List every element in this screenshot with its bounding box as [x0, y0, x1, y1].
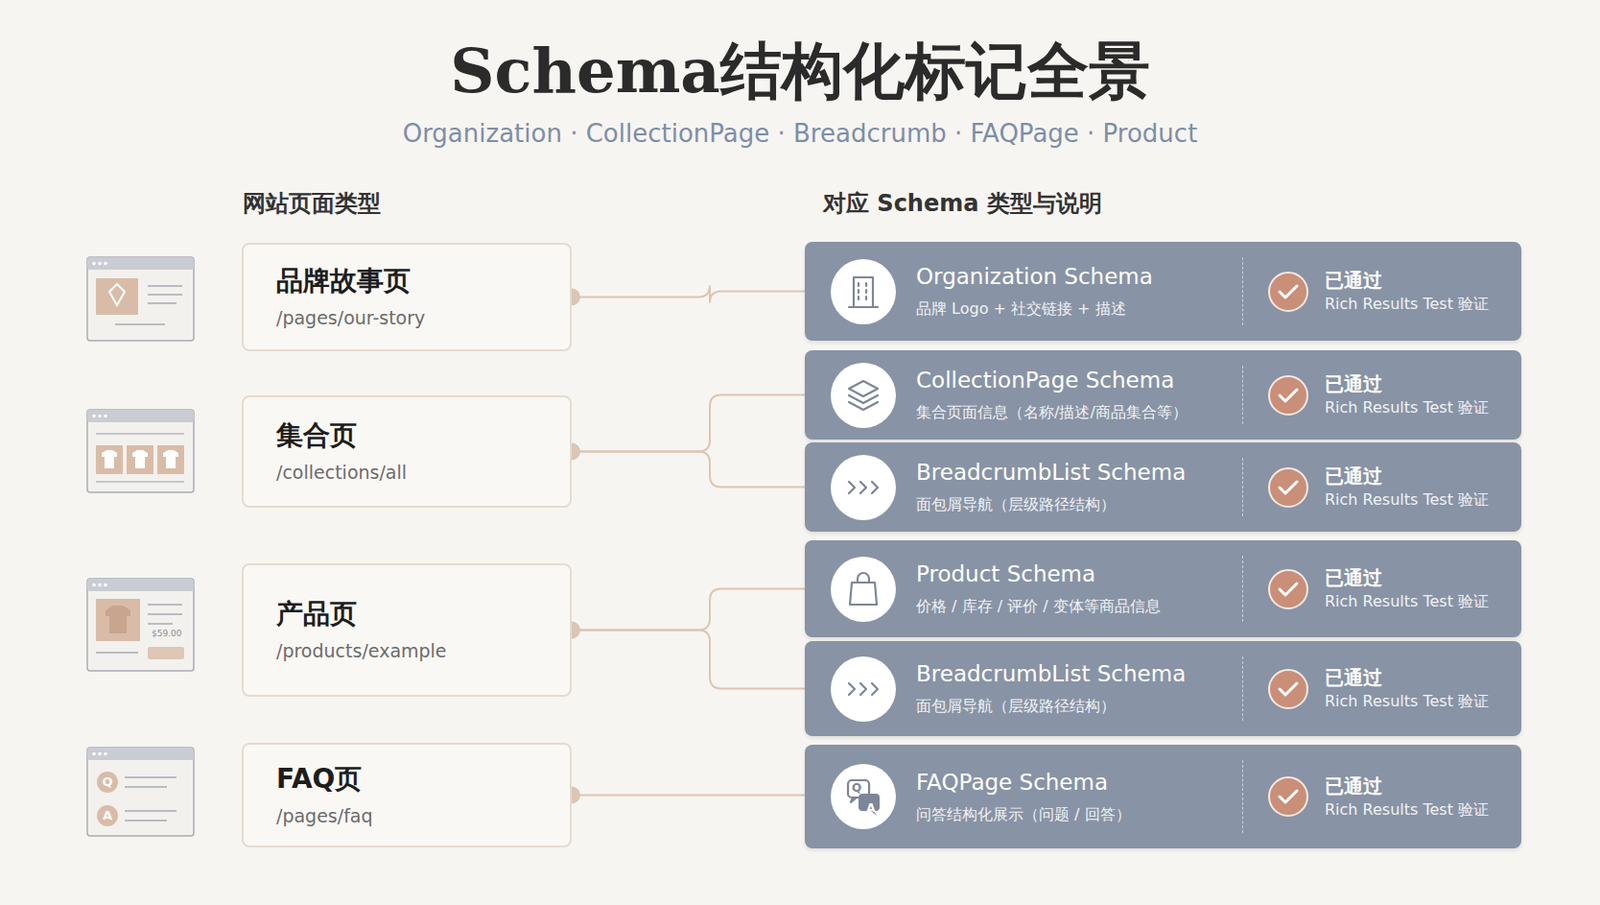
check-icon	[1267, 374, 1310, 417]
page-name: 品牌故事页	[276, 263, 551, 299]
divider	[1242, 457, 1244, 517]
schema-bar: Organization Schema 品牌 Logo + 社交链接 + 描述 已通…	[804, 241, 1522, 341]
divider	[1242, 365, 1244, 424]
schema-bar: CollectionPage Schema 集合页面信息（名称/描述/商品集合等）…	[804, 350, 1522, 440]
page-path: /products/example	[276, 638, 551, 663]
divider	[1242, 656, 1244, 721]
connector	[571, 794, 805, 797]
page-name: FAQ页	[276, 761, 551, 797]
page-box: 品牌故事页/pages/our-story	[241, 242, 572, 352]
check-icon	[1267, 270, 1310, 313]
a-mark: A	[102, 807, 113, 824]
check-icon	[1267, 667, 1310, 710]
schema-icon	[829, 258, 897, 326]
page-box: FAQ页/pages/faq	[241, 742, 572, 848]
schema-text: BreadcrumbList Schema 面包屑导航（层级路径结构）	[916, 442, 1233, 532]
schema-text: FAQPage Schema 问答结构化展示（问题 / 回答）	[916, 744, 1233, 848]
schema-text: Organization Schema 品牌 Logo + 社交链接 + 描述	[916, 241, 1233, 341]
schema-text: CollectionPage Schema 集合页面信息（名称/描述/商品集合等）	[916, 350, 1233, 440]
schema-bar: BreadcrumbList Schema 面包屑导航（层级路径结构） 已通过Ric…	[804, 640, 1522, 736]
schema-desc: 品牌 Logo + 社交链接 + 描述	[916, 299, 1233, 320]
status-note: Rich Results Test 验证	[1324, 294, 1514, 315]
status-text: 已通过Rich Results Test 验证	[1324, 540, 1514, 637]
schema-icon	[829, 361, 897, 429]
schema-desc: 问答结构化展示（问题 / 回答）	[916, 804, 1233, 825]
status-note: Rich Results Test 验证	[1324, 398, 1514, 419]
a-mark: A	[866, 800, 875, 815]
schema-bar: Product Schema 价格 / 库存 / 评价 / 变体等商品信息 已通过R…	[804, 540, 1522, 637]
schema-name: BreadcrumbList Schema	[916, 458, 1233, 488]
status: 已通过	[1324, 773, 1514, 799]
schema-name: Product Schema	[916, 560, 1233, 589]
diagram-title: Schema结构化标记全景	[0, 34, 1600, 109]
status-note: Rich Results Test 验证	[1324, 800, 1514, 821]
schema-name: FAQPage Schema	[916, 768, 1233, 798]
schema-desc: 价格 / 库存 / 评价 / 变体等商品信息	[916, 596, 1233, 617]
check-icon	[1267, 775, 1310, 818]
schema-icon	[829, 555, 897, 623]
schema-text: BreadcrumbList Schema 面包屑导航（层级路径结构）	[916, 640, 1233, 736]
column-header: 对应 Schema 类型与说明	[823, 189, 1103, 218]
schema-icon	[829, 655, 897, 723]
page-path: /pages/faq	[276, 803, 551, 828]
status: 已通过	[1324, 564, 1514, 590]
status-note: Rich Results Test 验证	[1324, 691, 1514, 712]
schema-name: CollectionPage Schema	[916, 366, 1233, 396]
schema-bar: BreadcrumbList Schema 面包屑导航（层级路径结构） 已通过Ric…	[804, 442, 1522, 532]
schema-desc: 集合页面信息（名称/描述/商品集合等）	[916, 402, 1233, 424]
q-mark: Q	[851, 780, 862, 795]
connector	[571, 588, 805, 631]
schema-text: Product Schema 价格 / 库存 / 评价 / 变体等商品信息	[916, 540, 1233, 637]
status-note: Rich Results Test 验证	[1324, 591, 1514, 612]
status: 已通过	[1324, 463, 1514, 489]
schema-name: BreadcrumbList Schema	[916, 659, 1233, 689]
status-text: 已通过Rich Results Test 验证	[1324, 744, 1514, 848]
status-text: 已通过Rich Results Test 验证	[1324, 241, 1514, 341]
page-path: /collections/all	[276, 460, 551, 485]
schema-desc: 面包屑导航（层级路径结构）	[916, 696, 1233, 717]
check-icon	[1267, 567, 1310, 611]
connector	[571, 395, 805, 452]
divider	[1242, 555, 1244, 622]
page-box: 集合页/collections/all	[241, 395, 572, 508]
connector	[571, 630, 805, 689]
column-header: 网站页面类型	[242, 189, 381, 218]
subtitle: Organization · CollectionPage · Breadcru…	[0, 118, 1600, 149]
schema-desc: 面包屑导航（层级路径结构）	[916, 494, 1233, 516]
connector	[571, 285, 805, 304]
connector	[571, 451, 805, 488]
schema-icon	[829, 762, 897, 830]
page-path: /pages/our-story	[276, 305, 551, 330]
status: 已通过	[1324, 371, 1514, 397]
status: 已通过	[1324, 267, 1514, 293]
schema-name: Organization Schema	[916, 262, 1233, 292]
divider	[1242, 759, 1244, 833]
check-icon	[1267, 466, 1310, 509]
price-tag: $59.00	[151, 628, 183, 639]
schema-bar: FAQPage Schema 问答结构化展示（问题 / 回答） 已通过Rich Re…	[804, 744, 1522, 848]
schema-icon	[829, 453, 897, 521]
status-text: 已通过Rich Results Test 验证	[1324, 442, 1514, 532]
divider	[1242, 257, 1244, 326]
status: 已通过	[1324, 664, 1514, 690]
page-name: 集合页	[276, 418, 551, 453]
page-box: 产品页/products/example	[241, 563, 572, 697]
q-mark: Q	[101, 774, 113, 790]
status-text: 已通过Rich Results Test 验证	[1324, 640, 1514, 736]
status-text: 已通过Rich Results Test 验证	[1324, 350, 1514, 440]
status-note: Rich Results Test 验证	[1324, 490, 1514, 511]
page-name: 产品页	[276, 596, 551, 632]
